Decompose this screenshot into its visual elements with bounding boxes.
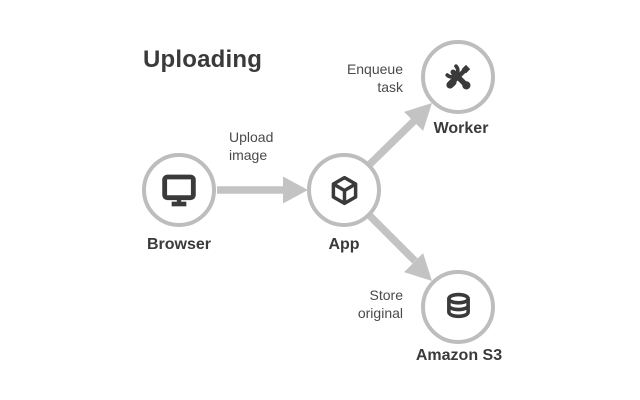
database-icon [442, 291, 475, 324]
node-label-amazon-s3: Amazon S3 [415, 347, 503, 364]
edge-label-enqueue-task: Enqueue task [346, 61, 403, 95]
node-label-app: App [328, 236, 360, 253]
node-browser [142, 153, 216, 227]
edge-browser-to-app [217, 176, 308, 204]
node-label-worker: Worker [433, 120, 489, 137]
cube-icon [329, 175, 360, 206]
monitor-icon [159, 170, 199, 210]
edge-label-store-original: Store original [357, 287, 403, 321]
node-worker [421, 40, 495, 114]
node-label-browser: Browser [146, 236, 212, 253]
diagram-title: Uploading [143, 46, 263, 73]
edge-app-to-worker [367, 103, 432, 167]
edge-app-to-s3 [367, 213, 432, 281]
tools-icon [441, 60, 475, 94]
node-app [307, 153, 381, 227]
node-amazon-s3 [421, 270, 495, 344]
edge-label-upload-image: Upload image [229, 129, 274, 163]
